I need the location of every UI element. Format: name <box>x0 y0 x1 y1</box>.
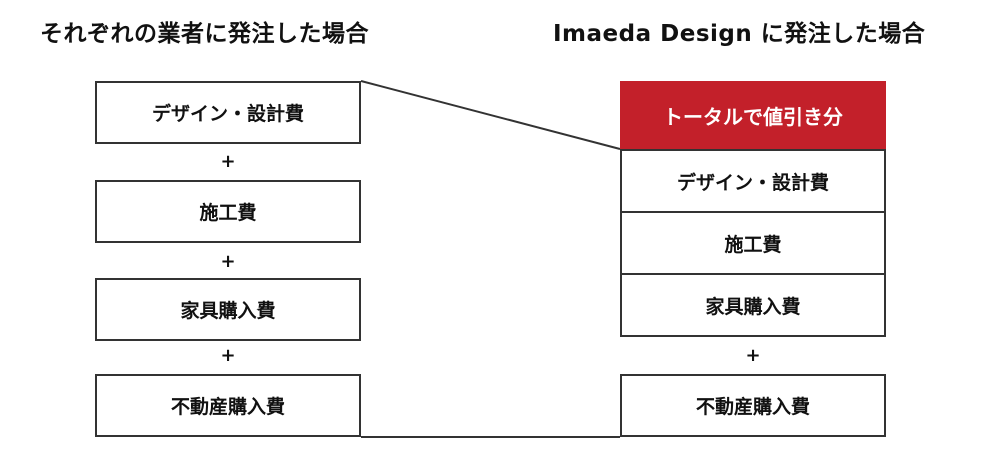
left-real-estate-fee-box: 不動産購入費 <box>95 374 361 437</box>
left-construction-fee-box: 施工費 <box>95 180 361 243</box>
discount-box: トータルで値引き分 <box>620 81 886 149</box>
right-plus: + <box>745 345 761 366</box>
left-heading: それぞれの業者に発注した場合 <box>40 21 369 47</box>
right-furniture-fee-box: 家具購入費 <box>620 273 886 337</box>
right-real-estate-fee-box: 不動産購入費 <box>620 374 886 437</box>
top-connector-line <box>360 80 621 150</box>
left-design-fee-box: デザイン・設計費 <box>95 81 361 144</box>
left-plus-1: + <box>220 151 236 172</box>
left-plus-2: + <box>220 251 236 272</box>
left-plus-3: + <box>220 345 236 366</box>
right-construction-fee-box: 施工費 <box>620 211 886 275</box>
left-furniture-fee-box: 家具購入費 <box>95 278 361 341</box>
right-heading: Imaeda Design に発注した場合 <box>553 21 926 47</box>
right-design-fee-box: デザイン・設計費 <box>620 149 886 213</box>
